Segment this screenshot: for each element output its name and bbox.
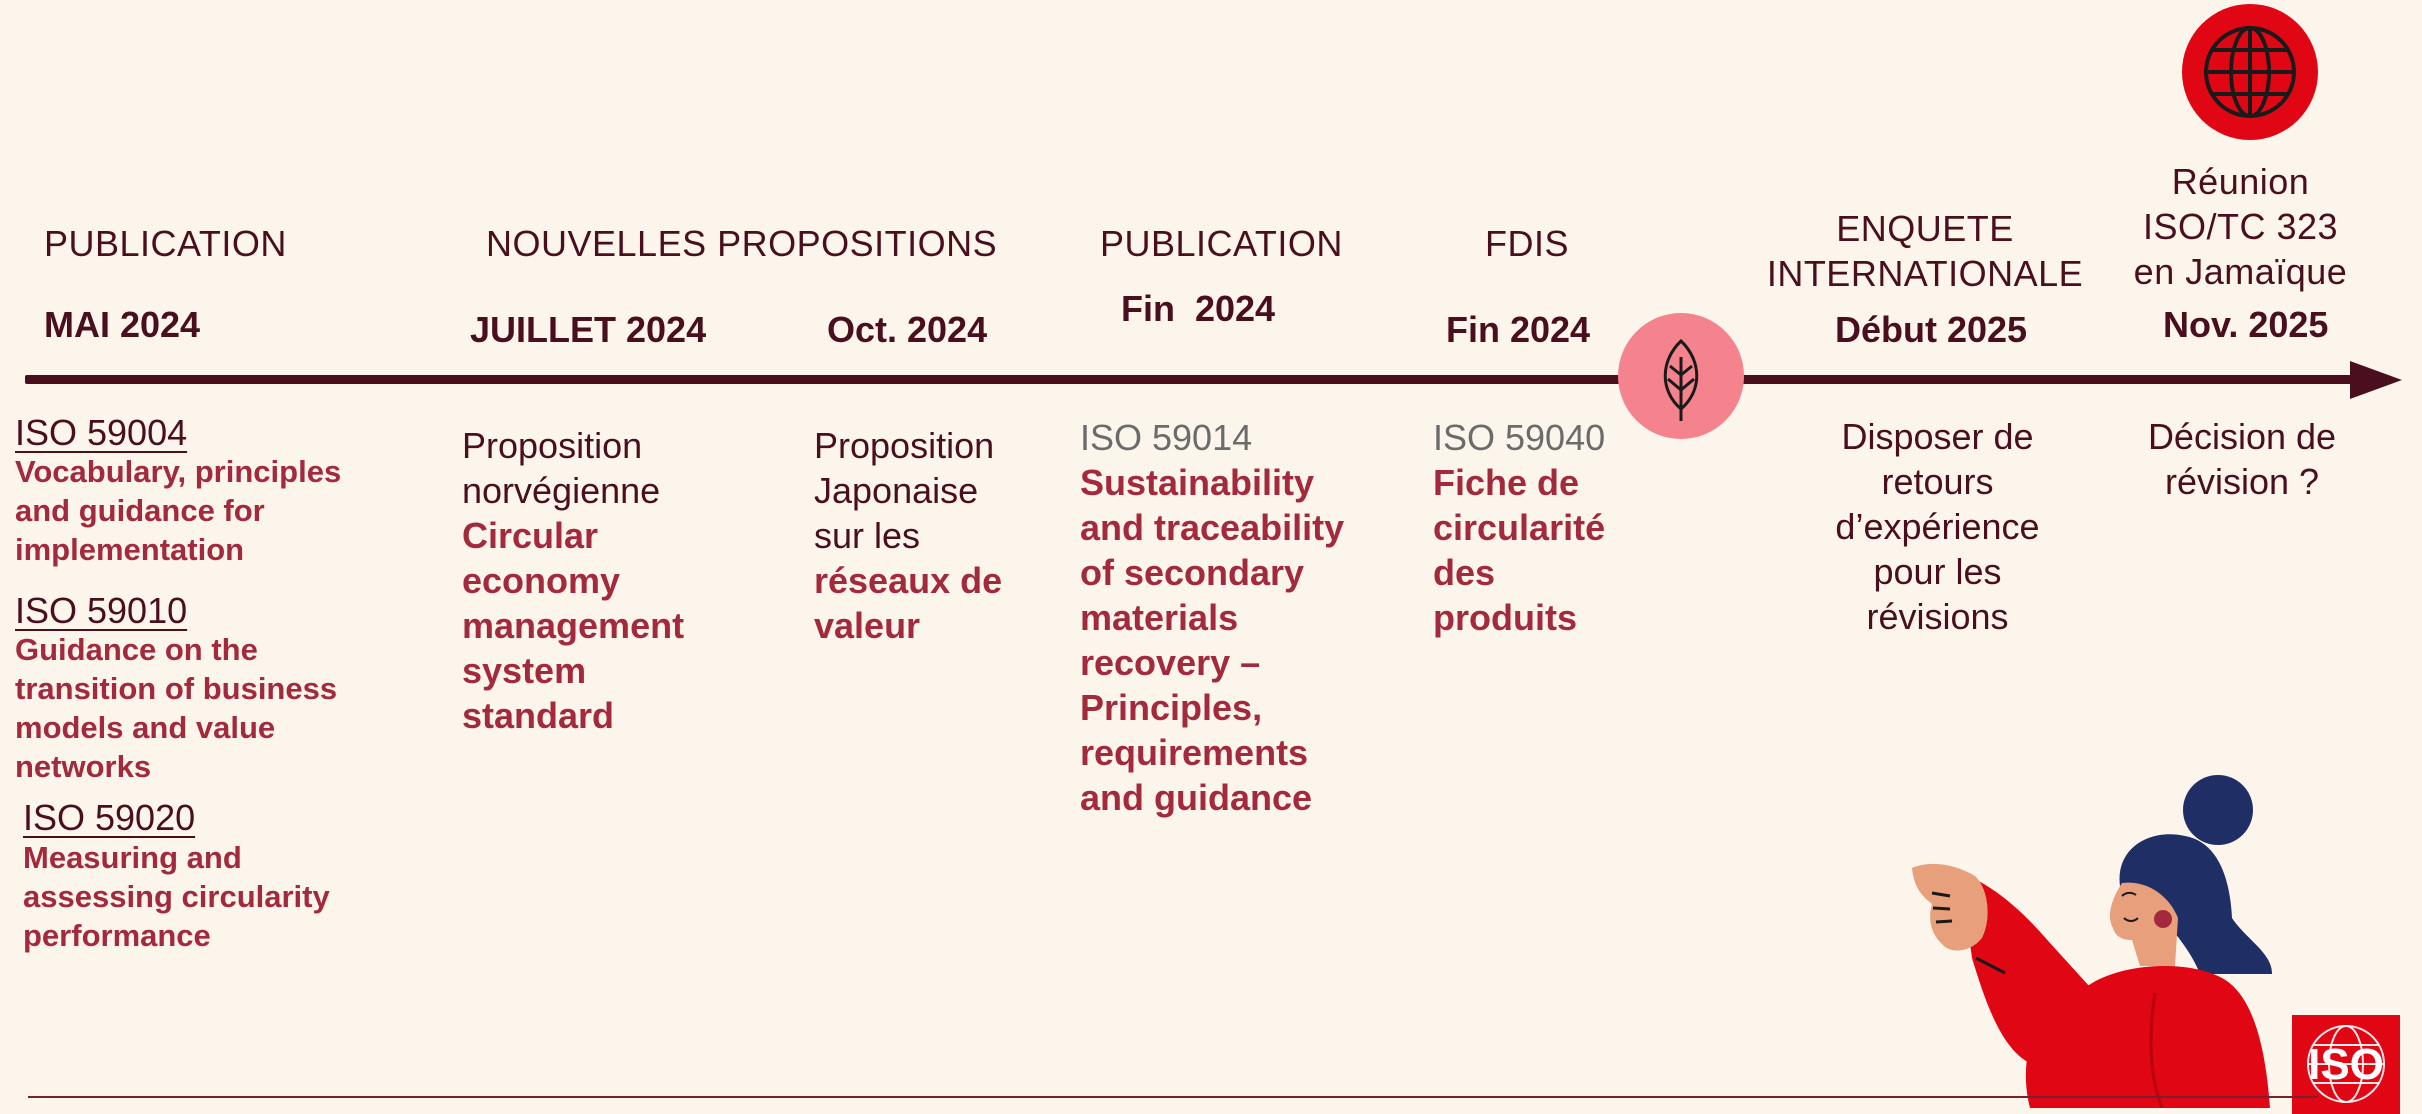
standard-title-59040: Fiche de circularité des produits	[1433, 462, 1606, 638]
proposal-japanese-title: réseaux de valeur	[814, 560, 1003, 646]
leaf-icon	[1618, 313, 1744, 439]
standard-code-59020: ISO 59020	[23, 797, 196, 838]
bottom-divider	[28, 1096, 2318, 1098]
standard-code-59014: ISO 59014	[1080, 417, 1253, 458]
iso-globe-icon	[2307, 1025, 2385, 1103]
standard-code-59004: ISO 59004	[15, 412, 188, 453]
date-mai-2024: MAI 2024	[44, 304, 201, 345]
proposal-japanese: Proposition Japonaise sur les réseaux de…	[814, 423, 1034, 648]
proposal-norwegian-intro: Proposition norvégienne	[462, 425, 661, 511]
phase-header-meeting-jamaica: Réunion ISO/TC 323 en Jamaïque	[2133, 161, 2348, 292]
date-fin-2024-fdis: Fin 2024	[1446, 309, 1591, 350]
standard-title-59014: Sustainability and traceability of secon…	[1080, 462, 1345, 818]
phase-header-fdis: FDIS	[1485, 223, 1570, 264]
standard-title-59004: Vocabulary, principles and guidance for …	[15, 454, 342, 567]
standard-title-59010: Guidance on the transition of business m…	[15, 632, 338, 784]
date-oct-2024: Oct. 2024	[827, 309, 988, 350]
standard-code-59010: ISO 59010	[15, 590, 188, 631]
standard-title-59020: Measuring and assessing circularity perf…	[23, 840, 330, 953]
date-juillet-2024: JUILLET 2024	[470, 309, 707, 350]
standard-code-59040: ISO 59040	[1433, 417, 1606, 458]
proposal-norwegian: Proposition norvégienne Circular economy…	[462, 423, 722, 738]
phase-header-publication-1: PUBLICATION	[44, 223, 287, 264]
survey-description: Disposer de retours d’expérience pour le…	[1835, 416, 2040, 637]
globe-icon	[2182, 4, 2318, 140]
woman-pointing-illustration	[1900, 768, 2280, 1109]
date-fin-2024-publication: Fin 2024	[1121, 288, 1276, 329]
phase-header-publication-2: PUBLICATION	[1100, 223, 1343, 264]
timeline-axis	[25, 375, 2360, 384]
iso-logo: ISO	[2292, 1015, 2400, 1114]
phase-header-international-survey: ENQUETE INTERNATIONALE	[1766, 208, 2084, 294]
timeline-arrow-icon	[2350, 361, 2402, 399]
revision-decision: Décision de révision ?	[2147, 416, 2337, 502]
date-nov-2025: Nov. 2025	[2163, 304, 2329, 345]
date-debut-2025: Début 2025	[1835, 309, 2028, 350]
phase-header-new-proposals: NOUVELLES PROPOSITIONS	[486, 223, 998, 264]
proposal-japanese-intro: Proposition Japonaise sur les	[814, 425, 995, 556]
iso-logo-text: ISO	[2308, 1040, 2384, 1089]
proposal-norwegian-title: Circular economy management system stand…	[462, 515, 685, 736]
